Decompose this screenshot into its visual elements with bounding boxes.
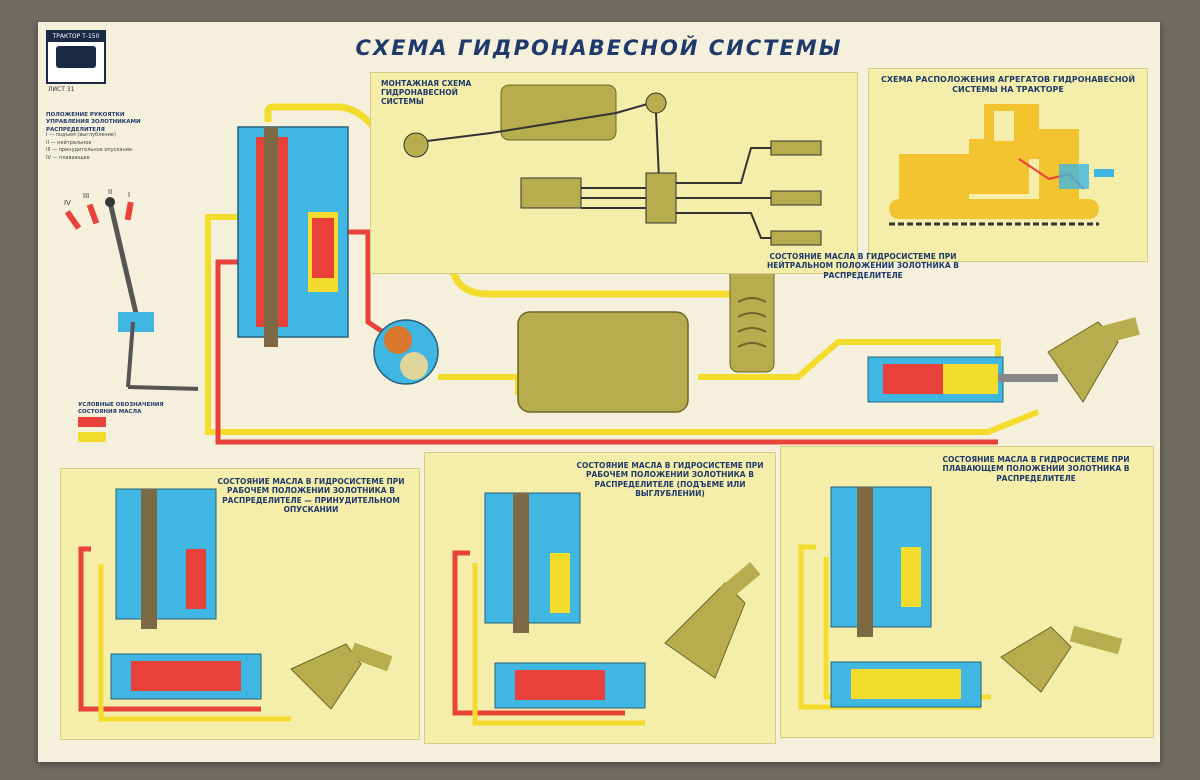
poster-title: СХЕМА ГИДРОНАВЕСНОЙ СИСТЕМЫ	[355, 36, 843, 60]
neutral-state-title: СОСТОЯНИЕ МАСЛА В ГИДРОСИСТЕМЕ ПРИ НЕЙТР…	[766, 252, 959, 280]
state-panel-floating: СОСТОЯНИЕ МАСЛА В ГИДРОСИСТЕМЕ ПРИ ПЛАВА…	[780, 446, 1154, 738]
mount-panel: МОНТАЖНАЯ СХЕМА ГИДРОНАВЕСНОЙ СИСТЕМЫ	[370, 72, 858, 274]
state-title-floating: СОСТОЯНИЕ МАСЛА В ГИДРОСИСТЕМЕ ПРИ ПЛАВА…	[942, 455, 1130, 483]
state-title-forced-lowering: СОСТОЯНИЕ МАСЛА В ГИДРОСИСТЕМЕ ПРИ РАБОЧ…	[217, 477, 405, 515]
state-title-lifting: СОСТОЯНИЕ МАСЛА В ГИДРОСИСТЕМЕ ПРИ РАБОЧ…	[576, 461, 764, 499]
tractor-badge-label: ТРАКТОР Т-150	[48, 32, 104, 42]
state-panel-lifting: СОСТОЯНИЕ МАСЛА В ГИДРОСИСТЕМЕ ПРИ РАБОЧ…	[424, 452, 776, 744]
mount-diagram	[403, 84, 822, 246]
lifting-diagram	[452, 492, 761, 726]
handle-position-item: I — подъем (выглубление)	[46, 132, 116, 138]
handle-position-item: IV — плавающее	[46, 154, 90, 161]
state-panel-forced-lowering: СОСТОЯНИЕ МАСЛА В ГИДРОСИСТЕМЕ ПРИ РАБОЧ…	[60, 468, 420, 740]
tractor-icon	[56, 46, 96, 68]
tractor-badge: ТРАКТОР Т-150	[46, 30, 106, 84]
poster: ТРАКТОР Т-150 ЛИСТ 31 СХЕМА ГИДРОНАВЕСНО…	[38, 22, 1160, 762]
legend-swatch-low	[78, 432, 106, 442]
legend-swatch-pressure	[78, 417, 106, 427]
handle-positions-list: I — подъем (выглубление) II — нейтрально…	[46, 132, 156, 162]
control-lever-diagram: IV III II I	[64, 188, 198, 391]
mount-panel-title: МОНТАЖНАЯ СХЕМА ГИДРОНАВЕСНОЙ СИСТЕМЫ	[381, 79, 472, 106]
handle-label-iv: IV	[64, 199, 71, 207]
handle-position-item: II — нейтральное	[46, 139, 92, 146]
handle-label-ii: II	[108, 188, 112, 196]
handle-position-item: III — принудительное опускание	[46, 147, 133, 153]
handle-section-title: ПОЛОЖЕНИЕ РУКОЯТКИ УПРАВЛЕНИЯ ЗОЛОТНИКАМ…	[46, 112, 141, 133]
tractor-diagram	[889, 104, 1114, 226]
tractor-panel-title: СХЕМА РАСПОЛОЖЕНИЯ АГРЕГАТОВ ГИДРОНАВЕСН…	[880, 75, 1136, 94]
legend-title: УСЛОВНЫЕ ОБОЗНАЧЕНИЯ СОСТОЯНИЯ МАСЛА	[78, 402, 164, 416]
sheet-number: ЛИСТ 31	[48, 86, 75, 93]
tractor-panel: СХЕМА РАСПОЛОЖЕНИЯ АГРЕГАТОВ ГИДРОНАВЕСН…	[868, 68, 1148, 262]
main-hydraulic-diagram	[78, 103, 1140, 445]
handle-label-iii: III	[83, 192, 89, 200]
handle-label-i: I	[128, 191, 130, 199]
forced-lowering-diagram	[78, 488, 393, 722]
oil-tank	[517, 311, 689, 413]
floating-diagram	[798, 486, 1123, 710]
